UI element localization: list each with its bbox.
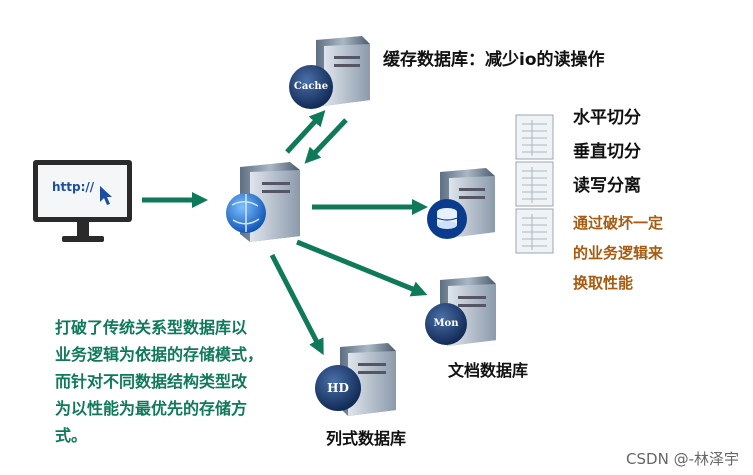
sharding-item-horizontal: 水平切分: [573, 108, 641, 128]
cache-server-icon: [289, 36, 370, 109]
table-document-icon-2: [515, 161, 554, 207]
sharding-note-line: 换取性能: [573, 274, 634, 292]
description-line: 为以性能为最优先的存储方: [55, 399, 248, 418]
arrow-app-to-cache: [285, 110, 326, 154]
mon-badge-label: Mon: [433, 318, 459, 329]
table-document-icon-3: [515, 208, 554, 254]
sharding-note: 通过破坏一定 的业务逻辑来 换取性能: [573, 208, 663, 298]
table-document-icon-1: [515, 114, 554, 160]
description-line: 式。: [55, 426, 88, 445]
monitor-icon: [33, 160, 132, 242]
sharding-item-read-write: 读写分离: [573, 176, 641, 196]
monitor-url-text: http://: [52, 180, 95, 194]
arrow-cache-to-app: [304, 118, 348, 164]
document-db-server-icon: [425, 276, 496, 346]
hd-badge-icon: [315, 365, 361, 411]
sharding-list: 水平切分 垂直切分 读写分离: [573, 101, 641, 203]
description-line: 打破了传统关系型数据库以: [55, 318, 248, 337]
cursor-icon: [100, 186, 112, 205]
mon-badge-icon: [425, 303, 467, 345]
sharded-db-server-icon: [427, 168, 495, 239]
watermark: CSDN @-林泽宇: [626, 450, 739, 468]
sharding-note-line: 通过破坏一定: [573, 214, 664, 232]
arrow-app-to-columnar-db: [269, 253, 324, 356]
table-documents-icon: [515, 114, 554, 254]
cache-badge-icon: [289, 65, 333, 109]
description-line: 而针对不同数据结构类型改: [55, 372, 248, 391]
cache-badge-label: Cache: [293, 81, 329, 92]
hd-badge-label: HD: [327, 381, 349, 395]
arrow-app-to-document-db: [296, 239, 428, 297]
sharding-note-line: 的业务逻辑来: [573, 244, 664, 262]
columnar-db-server-icon: [315, 343, 396, 416]
cache-db-label: 缓存数据库：减少io的读操作: [383, 50, 605, 70]
description-line: 业务逻辑为依据的存储模式，: [55, 345, 264, 364]
arrows: [142, 110, 429, 356]
app-server-icon: [226, 162, 300, 242]
columnar-db-label: 列式数据库: [326, 429, 407, 448]
sharding-item-vertical: 垂直切分: [573, 142, 641, 162]
description-block: 打破了传统关系型数据库以 业务逻辑为依据的存储模式， 而针对不同数据结构类型改 …: [55, 314, 263, 449]
document-db-label: 文档数据库: [448, 361, 529, 380]
